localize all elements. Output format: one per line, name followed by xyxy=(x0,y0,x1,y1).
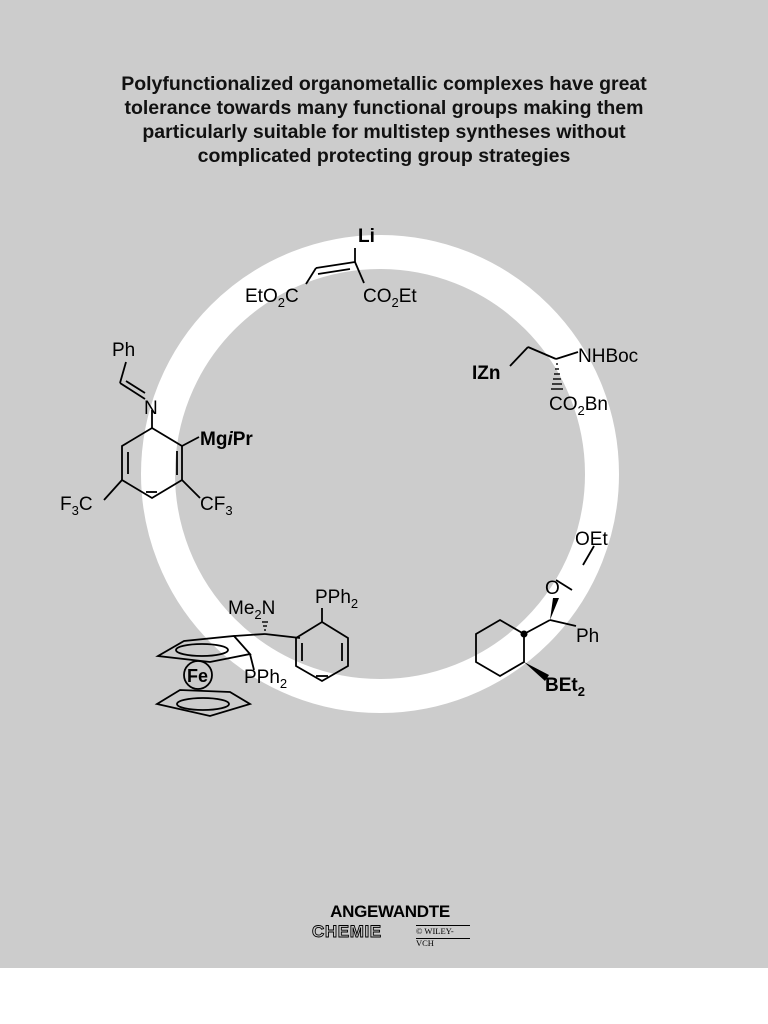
journal-logo: ANGEWANDTE CHEMIE © WILEY-VCH xyxy=(310,902,470,948)
logo-angewandte: ANGEWANDTE xyxy=(330,902,450,921)
label-li: Li xyxy=(358,226,375,247)
wedge-bond-oxygen xyxy=(550,598,559,620)
label-cf3: CF3 xyxy=(200,494,233,518)
stereo-hash-bond xyxy=(551,363,563,390)
caption-line-2: tolerance towards many functional groups… xyxy=(124,97,644,119)
chemistry-artwork: Li EtO2C CO2Et IZn NHBoc CO2Bn xyxy=(60,226,638,717)
logo-chemie: CHEMIE xyxy=(312,922,382,942)
label-n-imine: N xyxy=(144,398,158,419)
label-eto2c: EtO2C xyxy=(245,286,299,310)
label-nhboc: NHBoc xyxy=(578,346,638,367)
label-ph-borane: Ph xyxy=(576,626,599,647)
label-me2n: Me2N xyxy=(228,598,275,622)
label-co2et-top: CO2Et xyxy=(363,286,417,310)
molecule-ferrocene-phosphine xyxy=(154,608,349,717)
wedge-bond-boron xyxy=(524,662,549,681)
white-ring xyxy=(141,235,619,713)
label-pph2-ring: PPh2 xyxy=(244,667,287,691)
logo-lower-row: CHEMIE © WILEY-VCH xyxy=(310,922,470,948)
label-o: O xyxy=(545,578,560,599)
label-f3c: F3C xyxy=(60,494,93,518)
caption-line-3: particularly suitable for multistep synt… xyxy=(142,121,626,143)
caption-line-4: complicated protecting group strategies xyxy=(197,145,571,167)
label-co2bn: CO2Bn xyxy=(549,394,608,418)
label-oet: OEt xyxy=(575,529,608,550)
label-pph2-aryl: PPh2 xyxy=(315,587,358,611)
cover-caption: Polyfunctionalized organometallic comple… xyxy=(60,72,708,168)
label-fe: Fe xyxy=(187,666,208,686)
molecule-imine-grignard xyxy=(103,361,201,501)
label-mg-ipr: MgiPr xyxy=(200,429,253,450)
stereo-hash-bond-ferrocene xyxy=(262,621,268,631)
caption-line-1: Polyfunctionalized organometallic comple… xyxy=(121,73,647,95)
stereo-dot xyxy=(520,630,528,638)
molecule-lithium-diester xyxy=(305,248,365,285)
logo-rule-lines xyxy=(416,925,470,939)
label-ph-imine: Ph xyxy=(112,340,135,361)
label-bet2: BEt2 xyxy=(545,675,585,699)
molecule-zinc-amino-ester xyxy=(509,346,579,367)
label-izn: IZn xyxy=(472,363,501,384)
logo-publisher: © WILEY-VCH xyxy=(416,926,454,948)
